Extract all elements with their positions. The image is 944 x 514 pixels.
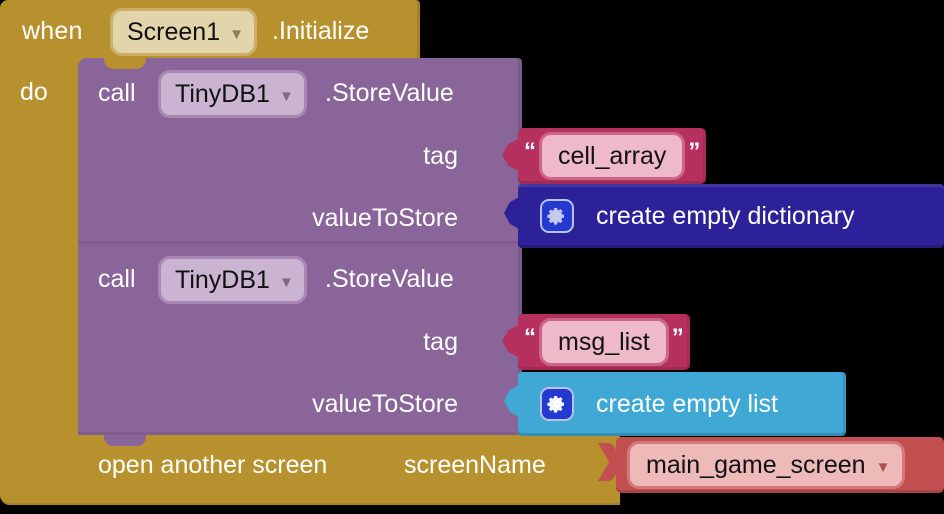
create-empty-dictionary-block[interactable]: create empty dictionary [504,184,944,248]
tinydb1-dropdown-value-1: TinyDB1 [175,79,270,108]
tinydb1-dropdown-field-2[interactable]: TinyDB1 ▼ [161,259,304,301]
screen-name-dropdown-field[interactable]: main_game_screen ▼ [630,444,903,486]
socket-label-tag-1: tag [423,142,458,170]
chevron-down-icon: ▼ [278,87,294,105]
text-string-block-cell-array[interactable]: “ cell_array ” [502,128,707,184]
open-another-screen-label: open another screen [98,451,328,479]
method-name-label-1: .StoreValue [325,79,454,107]
create-empty-dictionary-label: create empty dictionary [596,201,855,230]
open-quote-icon: “ [524,138,536,165]
socket-label-screenname: screenName [404,451,546,479]
block-connector-notch-bottom [104,435,146,446]
text-string-block-msg-list[interactable]: “ msg_list ” [502,314,690,370]
screen1-dropdown-field[interactable]: Screen1 ▼ [113,11,254,53]
tinydb1-dropdown-field-1[interactable]: TinyDB1 ▼ [161,73,304,115]
event-block-bottom-foot[interactable] [0,430,620,505]
screen1-dropdown-value: Screen1 [127,17,221,46]
event-name-label: .Initialize [272,17,370,45]
block-connector-notch-top [104,58,146,69]
screen-name-dropdown-value: main_game_screen [646,451,866,479]
socket-label-valuetostore-2: valueToStore [312,390,458,418]
tinydb1-dropdown-value-2: TinyDB1 [175,265,270,294]
string-value-field-msg-list[interactable]: msg_list [542,321,666,363]
chevron-down-icon: ▼ [278,273,294,291]
method-name-label-2: .StoreValue [325,265,454,293]
do-label: do [20,78,48,106]
chevron-down-icon: ▼ [875,458,891,476]
create-empty-list-block[interactable]: create empty list [504,372,846,436]
gear-icon[interactable] [540,199,574,233]
close-quote-icon: ” [688,138,701,165]
block-connector-notch-middle [104,244,146,255]
chevron-down-icon: ▼ [229,25,244,43]
screen-name-value-block[interactable]: main_game_screen ▼ [616,437,944,493]
socket-label-tag-2: tag [423,328,458,356]
when-label: when [22,17,83,45]
string-value-field-cell-array[interactable]: cell_array [542,135,683,177]
socket-label-valuetostore-1: valueToStore [312,204,458,232]
close-quote-icon: ” [671,324,684,351]
gear-icon[interactable] [540,387,574,421]
open-quote-icon: “ [524,324,536,351]
create-empty-list-label: create empty list [596,389,779,418]
call-label-1: call [98,79,136,107]
call-label-2: call [98,265,136,293]
when-screen1-initialize-block[interactable]: when .Initialize [0,0,420,64]
